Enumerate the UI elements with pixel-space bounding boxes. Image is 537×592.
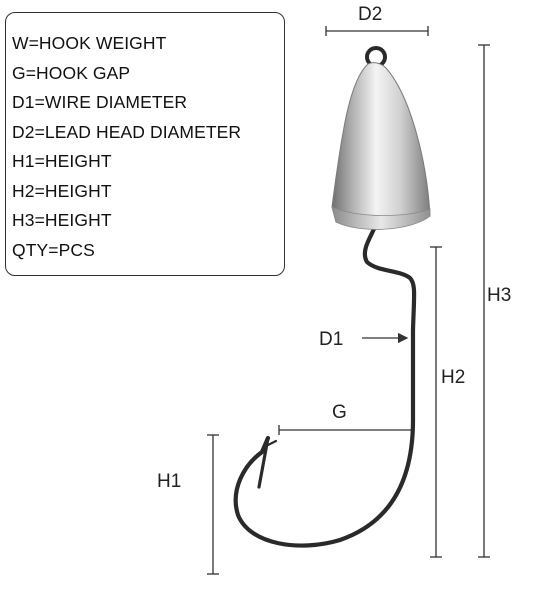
h3-dimension: H3 xyxy=(478,44,511,558)
d1-pointer: D1 xyxy=(319,329,409,350)
legend-item-lead-head-diameter: D2=LEAD HEAD DIAMETER xyxy=(12,121,242,142)
g-label: G xyxy=(332,402,347,423)
legend-item-h2: H2=HEIGHT xyxy=(12,180,112,201)
lead-head xyxy=(331,62,431,230)
hook-wire xyxy=(233,46,417,548)
legend-item-hook-gap: G=HOOK GAP xyxy=(12,62,131,83)
h1-dimension: H1 xyxy=(157,434,219,575)
h2-label: H2 xyxy=(441,367,465,388)
legend-item-wire-diameter: D1=WIRE DIAMETER xyxy=(12,92,188,112)
d2-dimension: D2 xyxy=(325,4,429,36)
legend-item-qty: QTY=PCS xyxy=(12,239,95,260)
legend-item-h3: H3=HEIGHT xyxy=(12,210,112,230)
legend-item-hook-weight: W=HOOK WEIGHT xyxy=(12,33,167,53)
d1-label: D1 xyxy=(319,329,343,350)
h2-dimension: H2 xyxy=(430,246,465,558)
h1-label: H1 xyxy=(157,471,181,492)
legend-box: W=HOOK WEIGHT G=HOOK GAP D1=WIRE DIAMETE… xyxy=(5,12,285,276)
h3-label: H3 xyxy=(487,285,511,306)
legend-item-h1: H1=HEIGHT xyxy=(12,151,112,171)
g-dimension: G xyxy=(278,402,414,435)
d2-label: D2 xyxy=(358,4,382,25)
